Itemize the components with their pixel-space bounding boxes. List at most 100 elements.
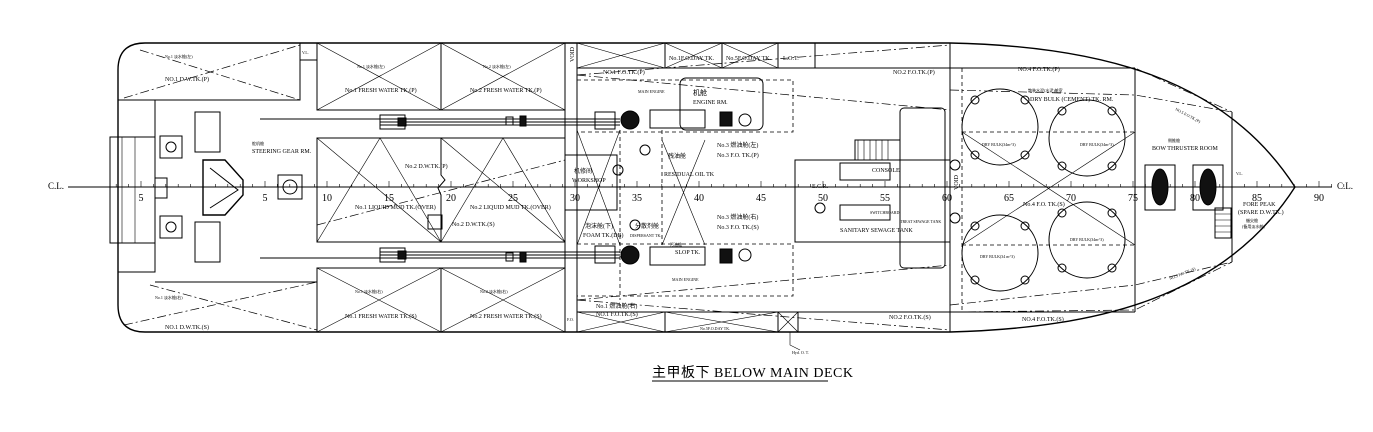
label: NO.4 F.O.TK.(S) <box>1022 316 1064 323</box>
tank-diagonal <box>316 159 566 226</box>
bow-thruster-p <box>1144 164 1176 211</box>
rudder-quadrant <box>202 159 244 216</box>
label: STEERING GEAR RM. <box>252 149 312 155</box>
label: V.L. <box>302 50 309 55</box>
tank-cross <box>316 267 566 333</box>
tank-cross <box>576 42 779 69</box>
tank-cross <box>316 42 566 111</box>
label: No.2 淡水舱(左) <box>483 63 511 69</box>
label: ENGINE RM. <box>693 100 728 106</box>
label: No.3 燃油舱(左) <box>717 141 758 149</box>
label: 机修间 <box>574 167 592 175</box>
label: (SPARE D.W.TK.) <box>1238 209 1284 216</box>
rudder-stock <box>154 177 168 199</box>
frame-label: 55 <box>880 193 890 204</box>
label: 侧推舱 <box>1168 137 1180 143</box>
switchboard <box>839 204 891 221</box>
label: DRY BULK(34m^3) <box>1080 142 1114 147</box>
frame-label: 90 <box>1314 193 1324 204</box>
dw-tank-boundary-s <box>118 243 156 273</box>
label: No.1 FRESH WATER TK.(S) <box>345 313 417 320</box>
dw-tank-boundary-p <box>155 43 301 101</box>
label: DRY BULK(34 m^3) <box>980 254 1015 259</box>
label: 残油舱 <box>668 152 686 160</box>
label: E.C.R. <box>812 184 829 190</box>
label: No.1 淡水舱(左) <box>165 53 193 59</box>
engine-casing-s <box>576 243 794 297</box>
label: (备用淡水舱) <box>1242 223 1265 229</box>
frame-label: 5 <box>139 193 144 204</box>
label: No.1 FRESH WATER TK.(P) <box>345 87 417 94</box>
label: FOAM TK.(DB) <box>583 232 624 239</box>
label: DRY BULK(34m^3) <box>982 142 1016 147</box>
label: 机舱 <box>693 88 707 97</box>
frame-label: 65 <box>1004 193 1014 204</box>
centerline-label-right: C.L. <box>1337 181 1353 191</box>
tank-diagonal <box>123 44 301 99</box>
frame-label: 40 <box>694 193 704 204</box>
label: NO.5 F.O.TK.(P) <box>1175 106 1202 124</box>
frame-label: 50 <box>818 193 828 204</box>
sounding-box <box>427 214 443 230</box>
label: NO.1 D.W.TK.(S) <box>165 324 209 331</box>
steering-ram <box>194 111 221 153</box>
frame-label: 10 <box>322 193 332 204</box>
leader-line <box>789 332 801 351</box>
label: NO.5 F.O.TK.(S) <box>1169 266 1197 281</box>
dw-tank-boundary-p <box>118 99 156 137</box>
tank-diagonal <box>139 49 301 101</box>
label: No.1 燃油舱(右) <box>596 302 637 310</box>
shaft-s <box>260 247 620 263</box>
label: DRY BULK(34m^3) <box>1070 237 1104 242</box>
label: No.3 燃油舱(右) <box>717 213 758 221</box>
engine-casing-p <box>576 79 794 133</box>
label: No.1 淡水舱(右) <box>355 288 383 294</box>
stairs <box>857 140 889 160</box>
pump <box>277 174 303 200</box>
pump <box>282 179 298 195</box>
label: No.5F.O.DAY TK. <box>726 56 772 62</box>
frame-label: 45 <box>756 193 766 204</box>
label: 艏尖舱 <box>1246 217 1258 223</box>
label: No.1 LIQUID MUD TK.(OVER) <box>355 204 436 211</box>
transom <box>109 136 156 244</box>
day-tank-dividers <box>576 43 816 68</box>
label: No.5F.O.DAY TK. <box>700 326 730 331</box>
frame-label: 60 <box>942 193 952 204</box>
label: F.O. <box>567 317 574 322</box>
label: DISPERSANT TK. <box>630 233 661 238</box>
label: No.4 F.O. TK.(S) <box>1023 201 1065 208</box>
label: NO.4 F.O.TK.(P) <box>1018 66 1060 73</box>
centerline-label-left: C.L. <box>48 181 64 191</box>
label: 污油舱 <box>670 241 682 247</box>
label: NO.1 D.W.TK.(P) <box>165 76 209 83</box>
label: NO.1 F.O.TK.(P) <box>603 69 645 76</box>
console <box>839 162 891 181</box>
label: No.2 FRESH WATER TK.(S) <box>470 313 542 320</box>
label: 分散剂舱 <box>635 222 659 230</box>
shaft-p <box>260 114 620 130</box>
steering-unit <box>159 215 183 239</box>
label: VOID <box>570 46 576 62</box>
bow-thruster-s <box>1192 164 1224 211</box>
hyd-oil-tank <box>777 311 799 333</box>
label: MAIN ENGINE <box>638 89 665 94</box>
ladder <box>1215 213 1231 233</box>
label: BOW THRUSTER ROOM <box>1152 146 1218 152</box>
label: L.O.T. <box>783 56 799 62</box>
main-engine-p <box>594 109 752 130</box>
label: VOID <box>954 174 960 190</box>
label: No.2 D.W.TK.(P) <box>405 163 448 170</box>
tank-cross <box>576 129 706 246</box>
stairs <box>854 139 901 161</box>
label: No.2 FRESH WATER TK.(P) <box>470 87 542 94</box>
tank-cross <box>316 137 566 243</box>
workshop-box <box>564 154 618 211</box>
frame-label: 5 <box>263 193 268 204</box>
label: No.1 淡水舱(右) <box>155 294 183 300</box>
label: NO.2 F.O.TK.(S) <box>889 314 931 321</box>
steering-ram <box>194 221 221 263</box>
label: SANITARY SEWAGE TANK <box>840 228 913 234</box>
label: NO.2 F.O.TK.(P) <box>893 69 935 76</box>
